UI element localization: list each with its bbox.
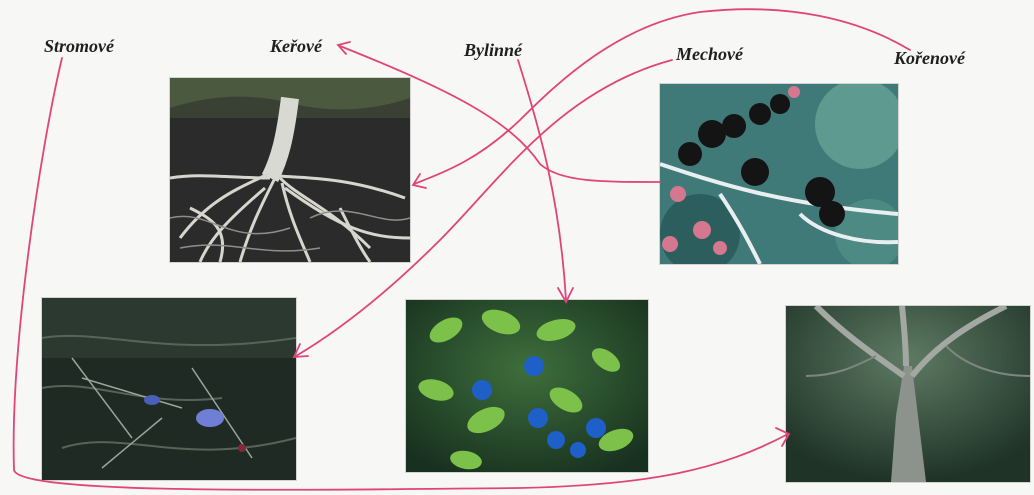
arrow-bylinne-to-blueberries bbox=[518, 60, 566, 300]
tree-trunk-photo bbox=[786, 306, 1030, 482]
blackberries-photo bbox=[660, 84, 898, 264]
arrowhead-kerove bbox=[338, 42, 350, 54]
label-stromove: Stromové bbox=[44, 36, 114, 57]
roots-photo bbox=[170, 78, 410, 262]
label-korenove: Kořenové bbox=[894, 48, 965, 69]
arrowhead-moss bbox=[294, 344, 308, 357]
label-bylinne: Bylinné bbox=[464, 40, 522, 61]
moss-floor-photo bbox=[42, 298, 296, 480]
arrowhead-roots bbox=[413, 174, 426, 188]
label-kerove: Keřové bbox=[270, 36, 322, 57]
blueberries-photo bbox=[406, 300, 648, 472]
label-mechove: Mechové bbox=[676, 44, 743, 65]
